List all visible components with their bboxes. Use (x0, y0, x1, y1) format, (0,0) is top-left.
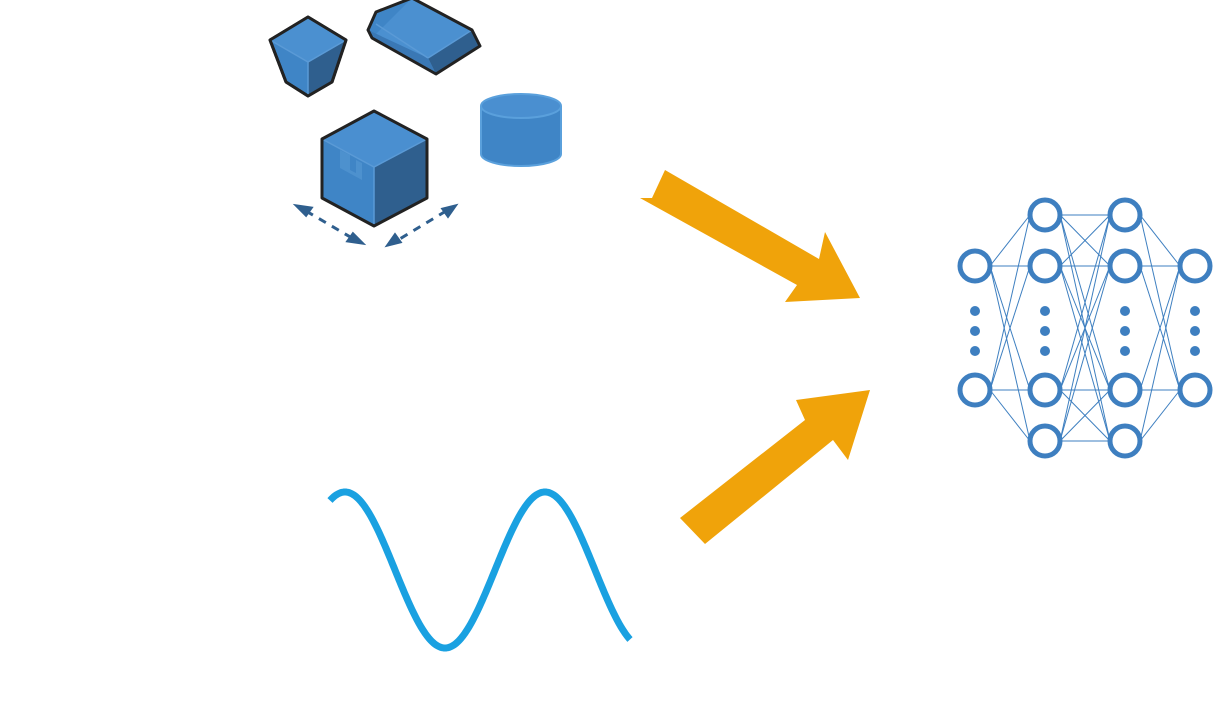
neural-network-icon (957, 197, 1213, 459)
nn-edge (1139, 265, 1181, 442)
nn-node (1027, 372, 1063, 408)
arrow-shapes-to-network (640, 170, 860, 302)
nn-ellipsis-dot (1120, 306, 1130, 316)
nn-edge (1059, 214, 1111, 267)
gem-shape (268, 15, 348, 98)
nn-edge (989, 214, 1031, 267)
nn-edge (1059, 389, 1111, 442)
arrow-signal-to-network (680, 390, 870, 544)
box-shapes-icon (268, 0, 562, 248)
nn-node (1027, 423, 1063, 459)
nn-node (1027, 248, 1063, 284)
nn-edge (1139, 389, 1181, 442)
nn-ellipsis-dot (970, 306, 980, 316)
nn-edge (1139, 214, 1181, 391)
cylinder-shape (480, 93, 562, 167)
nn-edge (989, 265, 1031, 391)
nn-edge (1059, 214, 1111, 442)
nn-node (1107, 372, 1143, 408)
slab-shape (366, 0, 482, 76)
sine-wave-icon (327, 488, 633, 652)
nn-edge (989, 265, 1031, 442)
nn-ellipsis-dot (1190, 326, 1200, 336)
nn-ellipsis-dot (1120, 346, 1130, 356)
nn-edge (1139, 265, 1181, 391)
nn-node (1107, 248, 1143, 284)
nn-ellipsis-dot (970, 326, 980, 336)
nn-node (1107, 197, 1143, 233)
nn-node (1027, 197, 1063, 233)
nn-edge (989, 214, 1031, 391)
nn-edge (989, 389, 1031, 442)
axis-arrows (292, 203, 459, 248)
nn-ellipsis-dot (970, 346, 980, 356)
nn-ellipsis-dot (1120, 326, 1130, 336)
nn-node (957, 248, 993, 284)
nn-edge (1059, 214, 1111, 391)
nn-edge (1059, 265, 1111, 442)
nn-ellipsis-dot (1040, 326, 1050, 336)
nn-ellipsis-dot (1040, 306, 1050, 316)
nn-node (1177, 248, 1213, 284)
nn-node (1107, 423, 1143, 459)
cube-shape (320, 109, 429, 228)
nn-node (957, 372, 993, 408)
nn-node (1177, 372, 1213, 408)
nn-ellipsis-dot (1190, 306, 1200, 316)
nn-ellipsis-dot (1040, 346, 1050, 356)
nn-ellipsis-dot (1190, 346, 1200, 356)
nn-edge (1139, 214, 1181, 267)
